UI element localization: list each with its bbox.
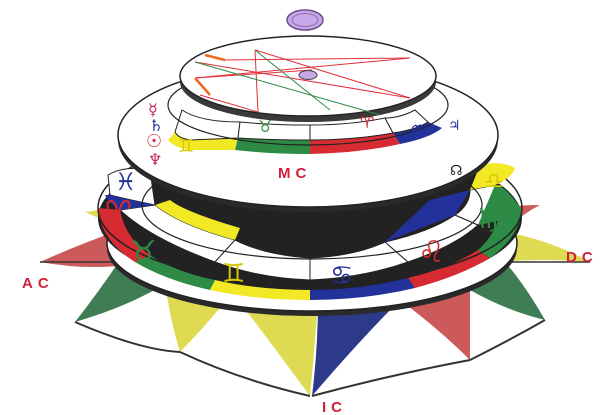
center-disc [299,71,317,80]
aries-icon: ♈ [360,113,374,132]
neptune-icon: ♆ [148,150,162,169]
jupiter-icon: ♃ [448,118,461,134]
gemini-icon: ♊ [178,136,194,157]
taurus-icon: ♉ [258,117,272,136]
virgo-icon: ♍ [478,202,503,235]
ic-label: IC [322,399,347,415]
dc-label: DC [566,249,598,266]
cancer-icon: ♋ [330,261,353,291]
aries-icon: ♈ [105,195,132,230]
libra-icon: ♎ [484,169,504,194]
node-icon: ☊ [450,163,462,179]
planet-ring-upper [118,36,498,212]
inner-panel [238,122,310,140]
leo-icon: ♌ [418,235,445,270]
taurus-icon: ♉ [130,235,157,270]
aquarius-icon: ♒ [410,117,428,141]
ac-label: AC [22,275,54,292]
sun-icon: ☉ [146,131,162,152]
gemini-icon: ♊ [222,259,245,289]
pisces-icon: ♓ [115,168,137,196]
mc-label: MC [278,165,311,182]
